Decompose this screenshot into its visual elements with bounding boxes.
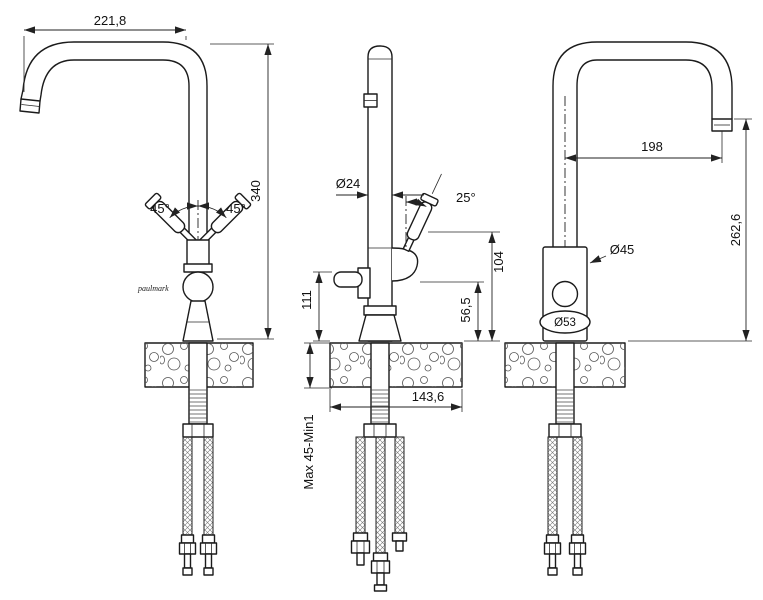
countertop: [329, 342, 463, 388]
dim-top-width: 221,8: [23, 13, 187, 92]
left-view: paulmark 221,8 340 45° 45°: [19, 13, 274, 576]
right-angle-arc: [197, 202, 227, 219]
dim-label-mount-thickness: Max 45-Min1: [301, 414, 316, 489]
dim-label-height: 340: [248, 180, 263, 202]
hose-fitting: [350, 532, 371, 566]
mounting-nut: [363, 423, 397, 438]
hose-fitting: [199, 534, 218, 576]
dim-body-diameter: Ø45: [589, 242, 635, 264]
supply-hoses: [178, 436, 218, 576]
hose-fitting: [568, 534, 587, 576]
hose-fitting: [178, 534, 197, 576]
dim-mount-thickness: Max 45-Min1: [301, 342, 332, 490]
spout-inner-contour: [39, 59, 190, 241]
dim-spout-reach: 198: [565, 131, 723, 163]
angle-label-handle: 25°: [456, 190, 476, 205]
mounting-shank: [182, 342, 214, 438]
thread-texture: [189, 388, 207, 424]
dim-label-spout-height: 262,6: [728, 214, 743, 247]
spout-outer-contour: [552, 41, 733, 248]
spout-inner-contour: [576, 59, 713, 248]
handle-lever: [402, 192, 439, 252]
dim-base-width: 143,6: [329, 389, 463, 412]
angle-label-right: 45°: [226, 201, 246, 216]
faucet-outline: [539, 41, 733, 342]
mounting-shank: [548, 342, 582, 438]
dim-side-lever-height: 111: [299, 271, 332, 342]
base-cone: [358, 314, 402, 342]
left-angle-arc: [169, 202, 199, 219]
dim-joint-height: 56,5: [420, 281, 484, 341]
handle-angle-arc: [405, 198, 427, 207]
dim-label-base-width: 143,6: [412, 389, 445, 404]
hose-fitting: [370, 552, 391, 592]
dim-handle-height: 104: [428, 231, 506, 342]
aerator: [19, 98, 41, 114]
body-collar: [363, 305, 397, 316]
body-dial: [551, 280, 579, 308]
dim-label-base-diameter: Ø53: [554, 317, 576, 329]
dim-height: 340: [210, 43, 274, 340]
dim-label-spout-diameter: Ø24: [336, 176, 361, 191]
faucet-outline: [19, 41, 252, 342]
dim-spout-height: 262,6: [628, 118, 752, 342]
dim-label-joint-height: 56,5: [458, 297, 473, 322]
angle-label-left: 45°: [150, 201, 170, 216]
faucet-outline: [333, 45, 442, 342]
hose-fitting: [391, 532, 408, 552]
hose-fitting: [543, 534, 562, 576]
side-lever: [333, 271, 363, 288]
dim-label-spout-reach: 198: [641, 139, 663, 154]
body-ring: [183, 263, 213, 273]
dim-label-top-width: 221,8: [94, 13, 127, 28]
brand-logo: paulmark: [137, 284, 169, 293]
handle-hub: [186, 239, 210, 267]
body-sphere: [182, 271, 214, 303]
spout-outer-contour: [20, 41, 208, 241]
supply-hoses: [543, 436, 587, 576]
dim-label-side-lever-height: 111: [299, 290, 314, 310]
mounting-nut: [548, 423, 582, 438]
handle-joint: [391, 247, 419, 282]
spout-column: [367, 45, 393, 342]
supply-hoses: [350, 436, 408, 592]
mounting-nut: [182, 423, 214, 438]
side-view: 198 262,6 Ø45 Ø53: [504, 41, 752, 576]
dim-spout-diameter: Ø24: [336, 176, 424, 199]
front-view: Ø24 25° 111 104 56,5 143,6 Max 45-Min1: [299, 45, 506, 592]
base-ellipse: [539, 310, 591, 334]
dim-label-body-diameter: Ø45: [610, 242, 635, 257]
base-cone: [182, 300, 214, 342]
dim-label-handle-height: 104: [491, 251, 506, 273]
